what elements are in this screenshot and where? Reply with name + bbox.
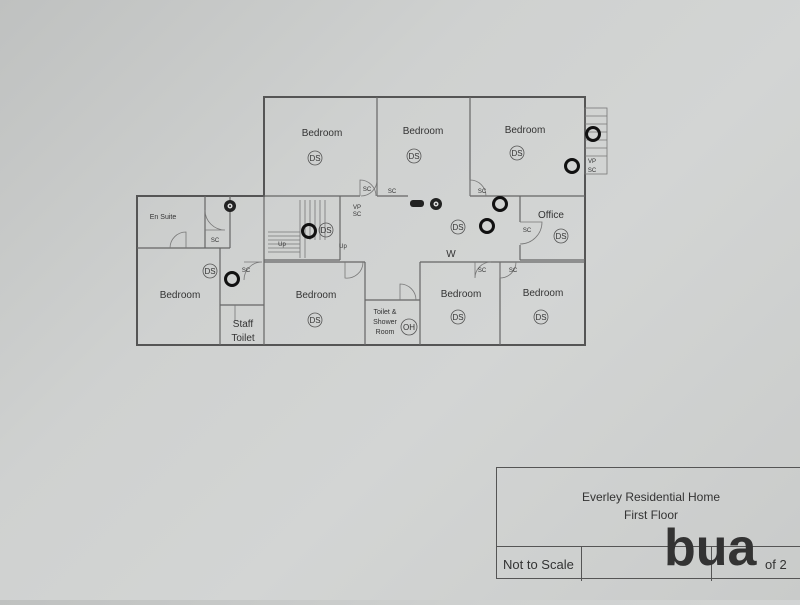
- room-label-toilet-shower-1: Toilet &: [374, 309, 397, 316]
- ds-marker: DS: [555, 232, 566, 241]
- room-label-bedroom-mid-left: Bedroom: [296, 290, 337, 301]
- vp-label: VP: [588, 159, 596, 165]
- detector-icon: [479, 218, 495, 234]
- external-stair: [584, 107, 608, 175]
- detector-icon: [430, 198, 442, 210]
- room-label-toilet: Toilet: [231, 333, 255, 344]
- detector-icon: [585, 126, 601, 142]
- ds-marker: DS: [408, 152, 419, 161]
- room-label-office: Office: [538, 210, 564, 221]
- ds-marker: DS: [452, 313, 463, 322]
- oh-marker: OH: [403, 323, 415, 332]
- detector-icon: [301, 223, 317, 239]
- room-label-staff: Staff: [233, 319, 254, 330]
- vp-label: VP: [353, 205, 361, 211]
- room-label-bedroom-top-left: Bedroom: [302, 128, 343, 139]
- room-label-bedroom-top-mid: Bedroom: [403, 126, 444, 137]
- room-label-toilet-shower-2: Shower: [373, 319, 397, 326]
- detector-icon: [492, 196, 508, 212]
- svg-text:bua: bua: [664, 519, 758, 573]
- room-label-bedroom-left: Bedroom: [160, 290, 201, 301]
- detector-icon: [224, 271, 240, 287]
- detector-markers: [224, 126, 601, 287]
- room-label-bedroom-mid-right: Bedroom: [441, 289, 482, 300]
- sc-label: SC: [478, 189, 487, 195]
- sc-label: SC: [353, 212, 362, 218]
- sc-label: SC: [523, 228, 532, 234]
- sc-label: SC: [478, 268, 487, 274]
- w-label: W: [446, 249, 456, 260]
- title-block: Everley Residential Home First Floor Not…: [496, 467, 800, 581]
- ds-marker: DS: [511, 149, 522, 158]
- sc-label: SC: [242, 268, 251, 274]
- page-number: of 2: [765, 556, 787, 572]
- title-line-1: Everley Residential Home: [581, 490, 721, 504]
- room-label-bedroom-right: Bedroom: [523, 288, 564, 299]
- room-label-bedroom-top-right: Bedroom: [505, 125, 546, 136]
- door-swings: [169, 179, 543, 321]
- up-label: Up: [278, 242, 286, 248]
- fire-extinguisher-icon: [410, 200, 424, 207]
- sc-label: SC: [388, 189, 397, 195]
- bua-logo: bua: [664, 519, 758, 573]
- ds-marker: DS: [204, 267, 215, 276]
- ds-marker: DS: [320, 226, 331, 235]
- title-block-footer: Not to Scale of 2: [497, 546, 800, 581]
- detector-icon: [564, 158, 580, 174]
- ds-marker: DS: [535, 313, 546, 322]
- room-label-en-suite: En Suite: [150, 214, 177, 221]
- sc-label: SC: [588, 168, 597, 174]
- scale-note: Not to Scale: [503, 556, 574, 572]
- ds-marker: DS: [309, 316, 320, 325]
- room-label-toilet-shower-3: Room: [376, 329, 395, 336]
- ds-marker: DS: [309, 154, 320, 163]
- sc-label: SC: [363, 187, 372, 193]
- sc-label: SC: [211, 238, 220, 244]
- detector-icon: [224, 200, 236, 212]
- ds-marker: DS: [452, 223, 463, 232]
- up-label: Up: [339, 244, 347, 250]
- sc-label: SC: [509, 268, 518, 274]
- title-line-2: First Floor: [624, 508, 678, 522]
